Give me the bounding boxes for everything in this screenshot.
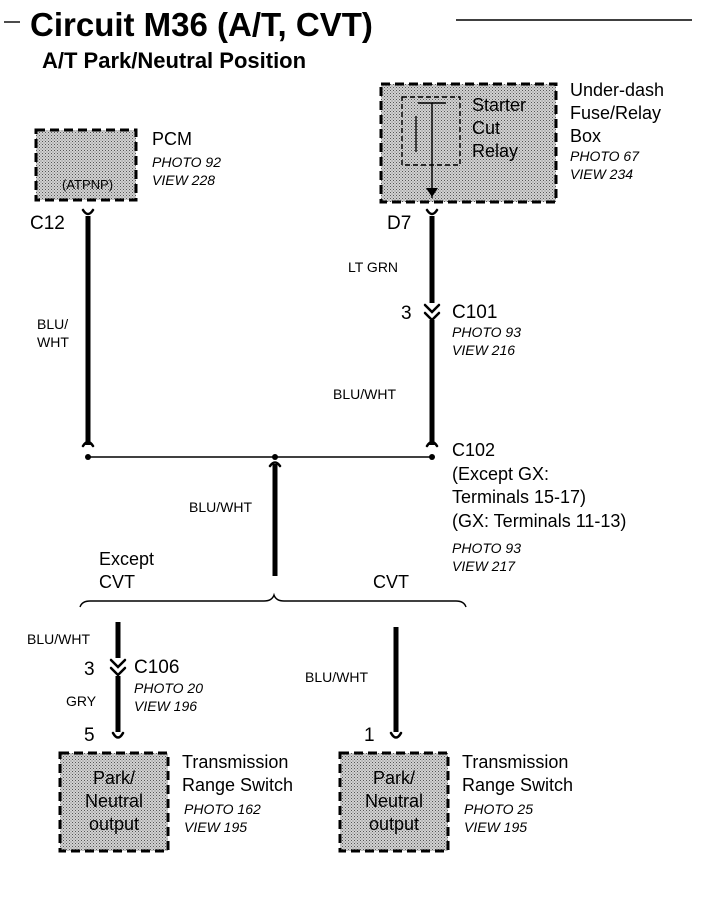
c106-pin: 3 — [84, 659, 95, 680]
c102-note-2: Terminals 15-17) — [452, 487, 586, 507]
fuse-box-view: VIEW 234 — [570, 166, 633, 182]
left-switch-pin: 5 — [84, 725, 95, 746]
right-switch-box-label-3: output — [369, 814, 419, 834]
page-subtitle: A/T Park/Neutral Position — [42, 48, 306, 73]
right-switch-connector — [389, 731, 403, 739]
c102-splice-dot-right — [429, 454, 435, 460]
c101-wire-color: BLU/WHT — [333, 386, 396, 402]
fuse-box-name-1: Under-dash — [570, 80, 664, 100]
left-switch-view: VIEW 195 — [184, 819, 247, 835]
pcm-name: PCM — [152, 129, 192, 149]
c102-label: C102 (Except GX: Terminals 15-17) (GX: T… — [452, 440, 626, 574]
relay-wire-color: LT GRN — [348, 259, 398, 275]
right-switch-box-label-2: Neutral — [365, 791, 423, 811]
c106-connector: 3 C106 PHOTO 20 VIEW 196 — [84, 657, 203, 714]
trunk-wire-color: BLU/WHT — [189, 499, 252, 515]
left-switch-box-label-3: output — [89, 814, 139, 834]
c102-note-1: (Except GX: — [452, 464, 549, 484]
right-switch-name-2: Range Switch — [462, 775, 573, 795]
right-switch-box-outline — [338, 751, 450, 853]
fuse-box-pin: D7 — [387, 213, 411, 234]
right-switch-box-fill — [340, 753, 448, 851]
left-switch-box-label-2: Neutral — [85, 791, 143, 811]
left-switch-name-2: Range Switch — [182, 775, 293, 795]
c106-chevron-top-icon — [109, 658, 127, 669]
left-switch-box-outline — [58, 751, 170, 853]
fuse-relay-box: Starter Cut Relay Under-dash Fuse/Relay … — [379, 80, 664, 204]
branch-bracket — [79, 592, 467, 608]
relay-label-1: Starter — [472, 95, 526, 115]
branch-except-cvt-2: CVT — [99, 572, 135, 592]
c101-pin: 3 — [401, 303, 412, 324]
right-switch-pin: 1 — [364, 725, 375, 746]
c102-note-3: (GX: Terminals 11-13) — [452, 511, 626, 531]
c101-chevron-top-icon — [423, 303, 441, 314]
fuse-box-name-3: Box — [570, 126, 601, 146]
relay-label-2: Cut — [472, 118, 500, 138]
pcm-terminal-label: (ATPNP) — [62, 177, 113, 192]
relay-connector — [425, 208, 439, 216]
c101-connector: 3 C101 PHOTO 93 VIEW 216 — [401, 302, 521, 358]
pcm-photo: PHOTO 92 — [152, 154, 221, 170]
branch-except-cvt-1: Except — [99, 549, 154, 569]
relay-label-3: Relay — [472, 141, 518, 161]
c101-photo: PHOTO 93 — [452, 324, 521, 340]
pcm-view: VIEW 228 — [152, 172, 215, 188]
c102-splice-dot-left — [85, 454, 91, 460]
right-switch-photo: PHOTO 25 — [464, 801, 533, 817]
right-switch-view: VIEW 195 — [464, 819, 527, 835]
branch-cvt: CVT — [373, 572, 409, 592]
c106-view: VIEW 196 — [134, 698, 197, 714]
c106-chevron-bottom-icon — [109, 666, 127, 677]
c101-chevron-bottom-icon — [423, 311, 441, 322]
fuse-box-fill — [381, 84, 556, 202]
fuse-box-outline — [379, 82, 558, 204]
left-switch-connector — [111, 731, 125, 739]
pcm-pin: C12 — [30, 213, 65, 234]
right-wire-color: BLU/WHT — [305, 669, 368, 685]
trunk-connector — [268, 461, 282, 468]
left-switch-box-label-1: Park/ — [93, 768, 135, 788]
c102-view: VIEW 217 — [452, 558, 516, 574]
fuse-box-name-2: Fuse/Relay — [570, 103, 661, 123]
pcm-wire-color-1: BLU/ — [37, 316, 68, 332]
pcm-connector-bottom — [81, 440, 95, 448]
pcm-wire-color-2: WHT — [37, 334, 69, 350]
left-switch-name-1: Transmission — [182, 752, 288, 772]
right-range-switch: Park/ Neutral output Transmission Range … — [338, 751, 573, 853]
relay-arrow-icon — [426, 188, 438, 197]
c102-name: C102 — [452, 440, 495, 460]
c106-name: C106 — [134, 657, 179, 678]
relay-outline — [401, 96, 461, 166]
pcm-connector-top — [81, 208, 95, 216]
pcm-component: (ATPNP) PCM PHOTO 92 VIEW 228 — [34, 128, 221, 202]
c101-name: C101 — [452, 302, 497, 323]
pcm-box-fill — [36, 130, 136, 200]
right-switch-box-label-1: Park/ — [373, 768, 415, 788]
pcm-box-outline — [34, 128, 138, 202]
left-range-switch: Park/ Neutral output Transmission Range … — [58, 751, 293, 853]
left-lower-wire-color: GRY — [66, 693, 97, 709]
c101-view: VIEW 216 — [452, 342, 515, 358]
c102-connector-right — [425, 440, 439, 448]
page-title: Circuit M36 (A/T, CVT) — [30, 6, 373, 43]
left-switch-photo: PHOTO 162 — [184, 801, 261, 817]
left-switch-box-fill — [60, 753, 168, 851]
fuse-box-photo: PHOTO 67 — [570, 148, 640, 164]
left-upper-wire-color: BLU/WHT — [27, 631, 90, 647]
c102-photo: PHOTO 93 — [452, 540, 521, 556]
right-switch-name-1: Transmission — [462, 752, 568, 772]
c106-photo: PHOTO 20 — [134, 680, 203, 696]
c102-splice-dot-center — [272, 454, 278, 460]
